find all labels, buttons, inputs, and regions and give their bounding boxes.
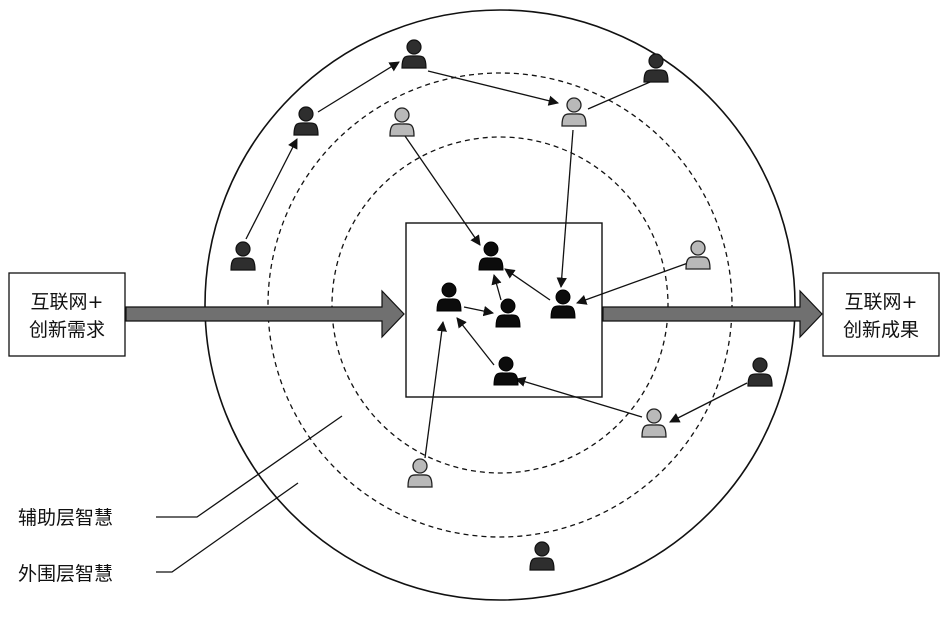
auxiliary-person-icon (641, 408, 667, 438)
auxiliary-person-icon (685, 240, 711, 270)
auxiliary-layer-label: 辅助层智慧 (18, 507, 113, 529)
arrow-aux-right-to-core-right (576, 262, 689, 305)
auxiliary-person-icon (407, 458, 433, 488)
output-flow-arrow (602, 289, 823, 339)
outer-person-icon (401, 39, 427, 69)
outer-person-icon (293, 106, 319, 136)
interaction-arrows (245, 61, 748, 459)
arrow-aux-top-to-core-right (556, 129, 574, 289)
link-aux-top-to-outer-topright (587, 81, 651, 110)
output-result-box: 互联网+ 创新成果 (822, 272, 940, 357)
inner-layer-dashed-circle (331, 136, 669, 474)
input-flow-arrow (125, 289, 405, 339)
arrow-outer3-to-aux-top (427, 70, 560, 106)
arrow-core-bottom-to-core-left (456, 317, 495, 366)
arrow-aux-bottomright-to-core-bottom (515, 376, 643, 418)
auxiliary-person-icon (561, 97, 587, 127)
outer-layer-circle (204, 9, 796, 601)
outer-person-icon (643, 53, 669, 83)
arrow-core-left-to-core-center (463, 306, 495, 317)
outer-label-leader (156, 482, 299, 573)
output-box-line1: 互联网+ (845, 291, 918, 313)
arrow-aux-topleft-to-core1 (404, 135, 481, 246)
arrow-outer-right-to-aux-bottomright (669, 382, 748, 423)
input-box-line2: 创新需求 (29, 319, 105, 341)
outer-person-icon (529, 541, 555, 571)
outer-layer-label: 外围层智慧 (18, 563, 113, 585)
auxiliary-label-leader (156, 415, 343, 518)
output-box-line2: 创新成果 (843, 319, 919, 341)
input-demand-box: 互联网+ 创新需求 (8, 272, 126, 357)
auxiliary-person-icon (389, 107, 415, 137)
auxiliary-layer-dashed-circle (267, 72, 733, 538)
arrow-core-right-to-core1 (504, 268, 551, 301)
outer-person-icon (747, 357, 773, 387)
input-box-line1: 互联网+ (31, 291, 104, 313)
arrow-core-center-to-core1 (491, 273, 502, 301)
outer-person-icon (230, 241, 256, 271)
arrow-aux-bottomleft-to-core-left (424, 320, 447, 459)
arrow-outer2-to-outer3 (317, 61, 400, 113)
arrow-outer1-to-outer2 (245, 138, 298, 240)
